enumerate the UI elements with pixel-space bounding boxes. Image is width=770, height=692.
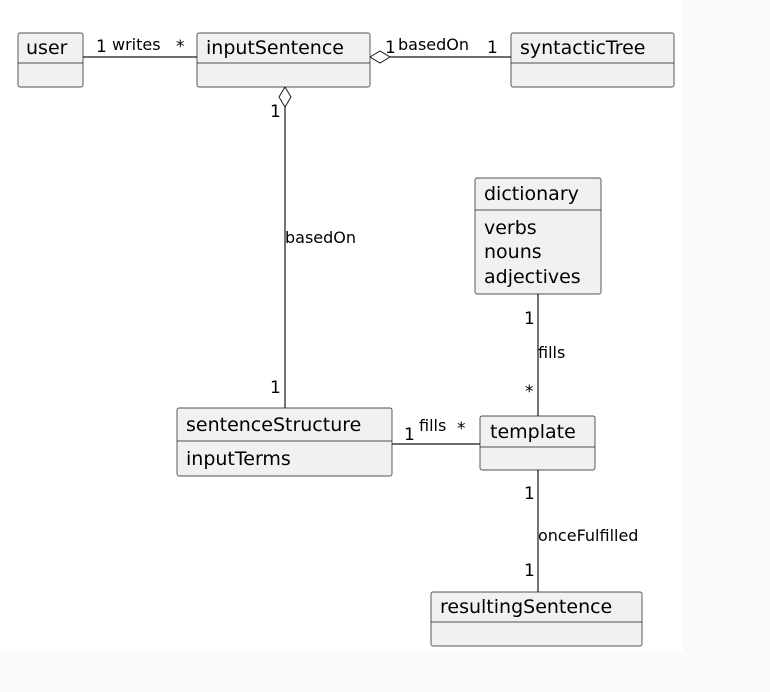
class-inputsentence[interactable]: inputSentence [196,32,371,88]
mult-fills-template-2: * [457,419,466,439]
mult-oncefulfilled-result: 1 [524,561,535,581]
mult-basedon-structure: 1 [270,378,281,398]
diagram-background [0,0,683,651]
class-user-name: user [26,37,68,59]
label-basedon-tree: basedOn [398,35,469,54]
aggregation-diamond-tree [369,50,391,64]
label-fills-dictionary: fills [538,343,565,362]
class-sentencestructure-name: sentenceStructure [186,414,361,436]
class-inputsentence-name: inputSentence [206,37,344,59]
class-resultingsentence[interactable]: resultingSentence [430,591,643,647]
label-fills-structure: fills [419,416,446,435]
class-template-name: template [490,421,576,443]
label-writes: writes [112,35,161,54]
aggregation-diamond-structure [278,86,292,108]
label-basedon-structure: basedOn [285,228,356,247]
mult-writes-inputsentence: * [176,37,185,57]
attr-adjectives: adjectives [484,266,581,288]
mult-oncefulfilled-template: 1 [524,484,535,504]
mult-fills-dictionary: 1 [524,309,535,329]
attr-inputterms: inputTerms [186,448,291,470]
class-syntactictree-name: syntacticTree [520,37,646,59]
class-syntactictree[interactable]: syntacticTree [510,32,675,88]
label-oncefulfilled: onceFulfilled [538,526,638,545]
class-resultingsentence-name: resultingSentence [440,596,612,618]
mult-fills-template: * [525,382,534,402]
attr-nouns: nouns [484,241,542,263]
mult-fills-structure: 1 [404,425,415,445]
mult-writes-user: 1 [96,37,107,57]
mult-basedon-inputsentence-2: 1 [270,102,281,122]
attr-verbs: verbs [484,217,537,239]
class-sentencestructure[interactable]: sentenceStructure inputTerms [176,407,393,477]
class-dictionary-name: dictionary [484,183,579,205]
page-margin-right [683,0,770,692]
page-margin-bottom [0,651,683,692]
class-template[interactable]: template [479,415,596,471]
class-dictionary[interactable]: dictionary verbs nouns adjectives [474,177,602,295]
mult-basedon-inputsentence: 1 [385,38,396,58]
mult-basedon-tree: 1 [487,38,498,58]
class-user[interactable]: user [17,32,84,88]
